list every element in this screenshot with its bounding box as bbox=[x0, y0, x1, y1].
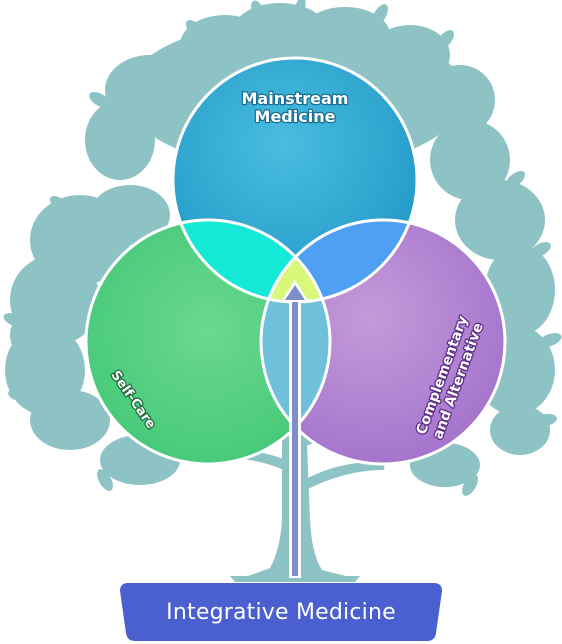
integrative-medicine-label: Integrative Medicine bbox=[166, 599, 396, 625]
up-arrow-icon bbox=[281, 280, 309, 578]
mainstream-line2: Medicine bbox=[255, 107, 336, 126]
overlap-mainstream-complementary bbox=[261, 220, 417, 302]
tree-leaves bbox=[3, 0, 562, 496]
overlap-mainstream-selfcare bbox=[173, 220, 330, 302]
integrative-medicine-banner bbox=[120, 583, 442, 641]
label-mainstream-medicine: Mainstream Medicine bbox=[240, 88, 349, 128]
mainstream-line1: Mainstream bbox=[242, 89, 349, 108]
venn-diagram bbox=[84, 56, 507, 466]
